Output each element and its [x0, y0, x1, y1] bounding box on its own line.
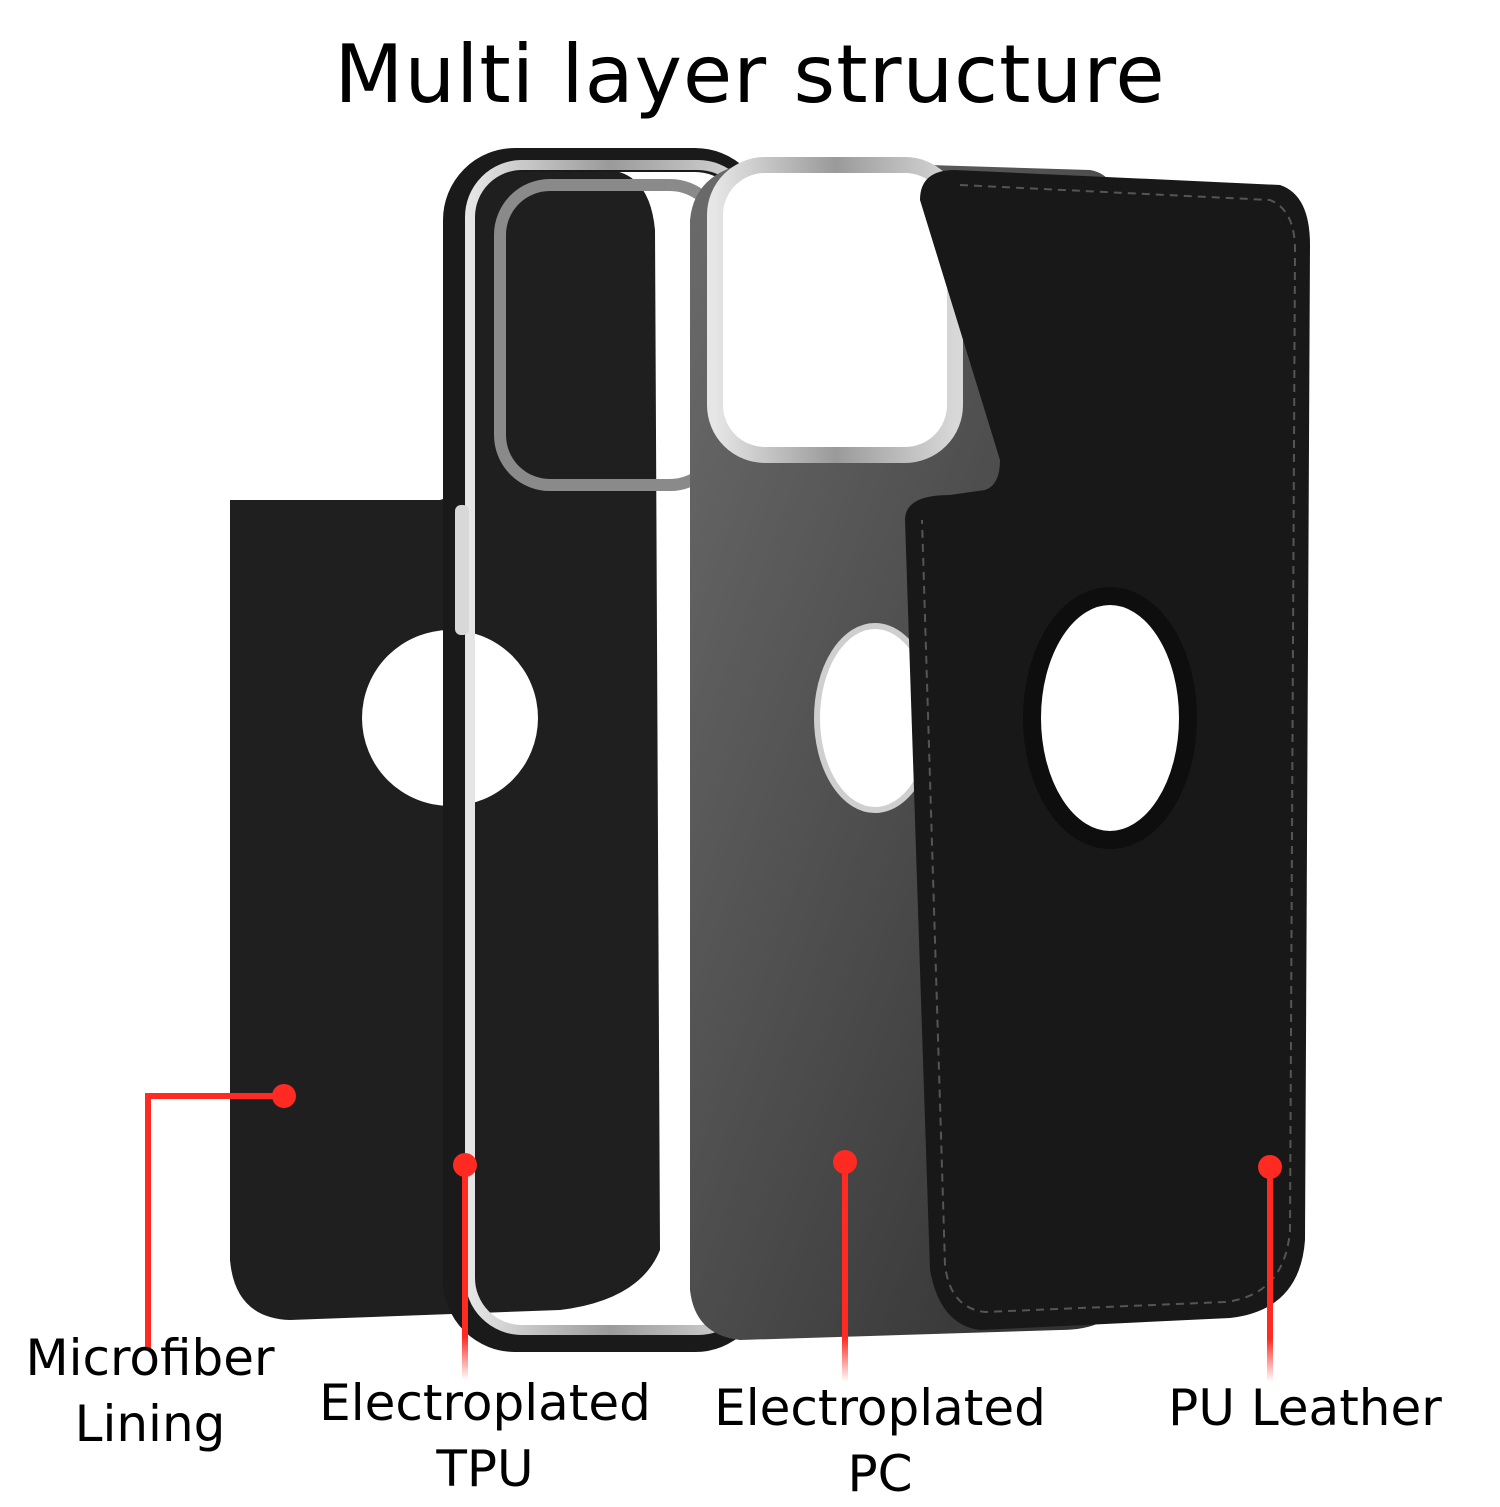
page-title: Multi layer structure — [334, 28, 1166, 121]
label-electroplated-tpu: Electroplated TPU — [300, 1370, 670, 1502]
callout-tpu — [453, 1153, 477, 1380]
callout-microfiber — [145, 1084, 296, 1350]
label-microfiber-lining: Microfiber Lining — [10, 1325, 290, 1457]
label-line: Microfiber — [25, 1329, 275, 1387]
label-line: TPU — [436, 1440, 534, 1498]
label-line: Electroplated — [714, 1379, 1046, 1437]
pu-leather-layer — [905, 170, 1310, 1330]
label-electroplated-pc: Electroplated PC — [695, 1375, 1065, 1507]
callout-pu-leather — [1258, 1155, 1282, 1382]
label-line: PU Leather — [1168, 1379, 1442, 1437]
callout-pc — [833, 1150, 857, 1382]
label-line: Lining — [74, 1395, 226, 1453]
label-line: Electroplated — [319, 1374, 651, 1432]
label-pu-leather: PU Leather — [1140, 1375, 1470, 1441]
label-line: PC — [847, 1445, 913, 1503]
